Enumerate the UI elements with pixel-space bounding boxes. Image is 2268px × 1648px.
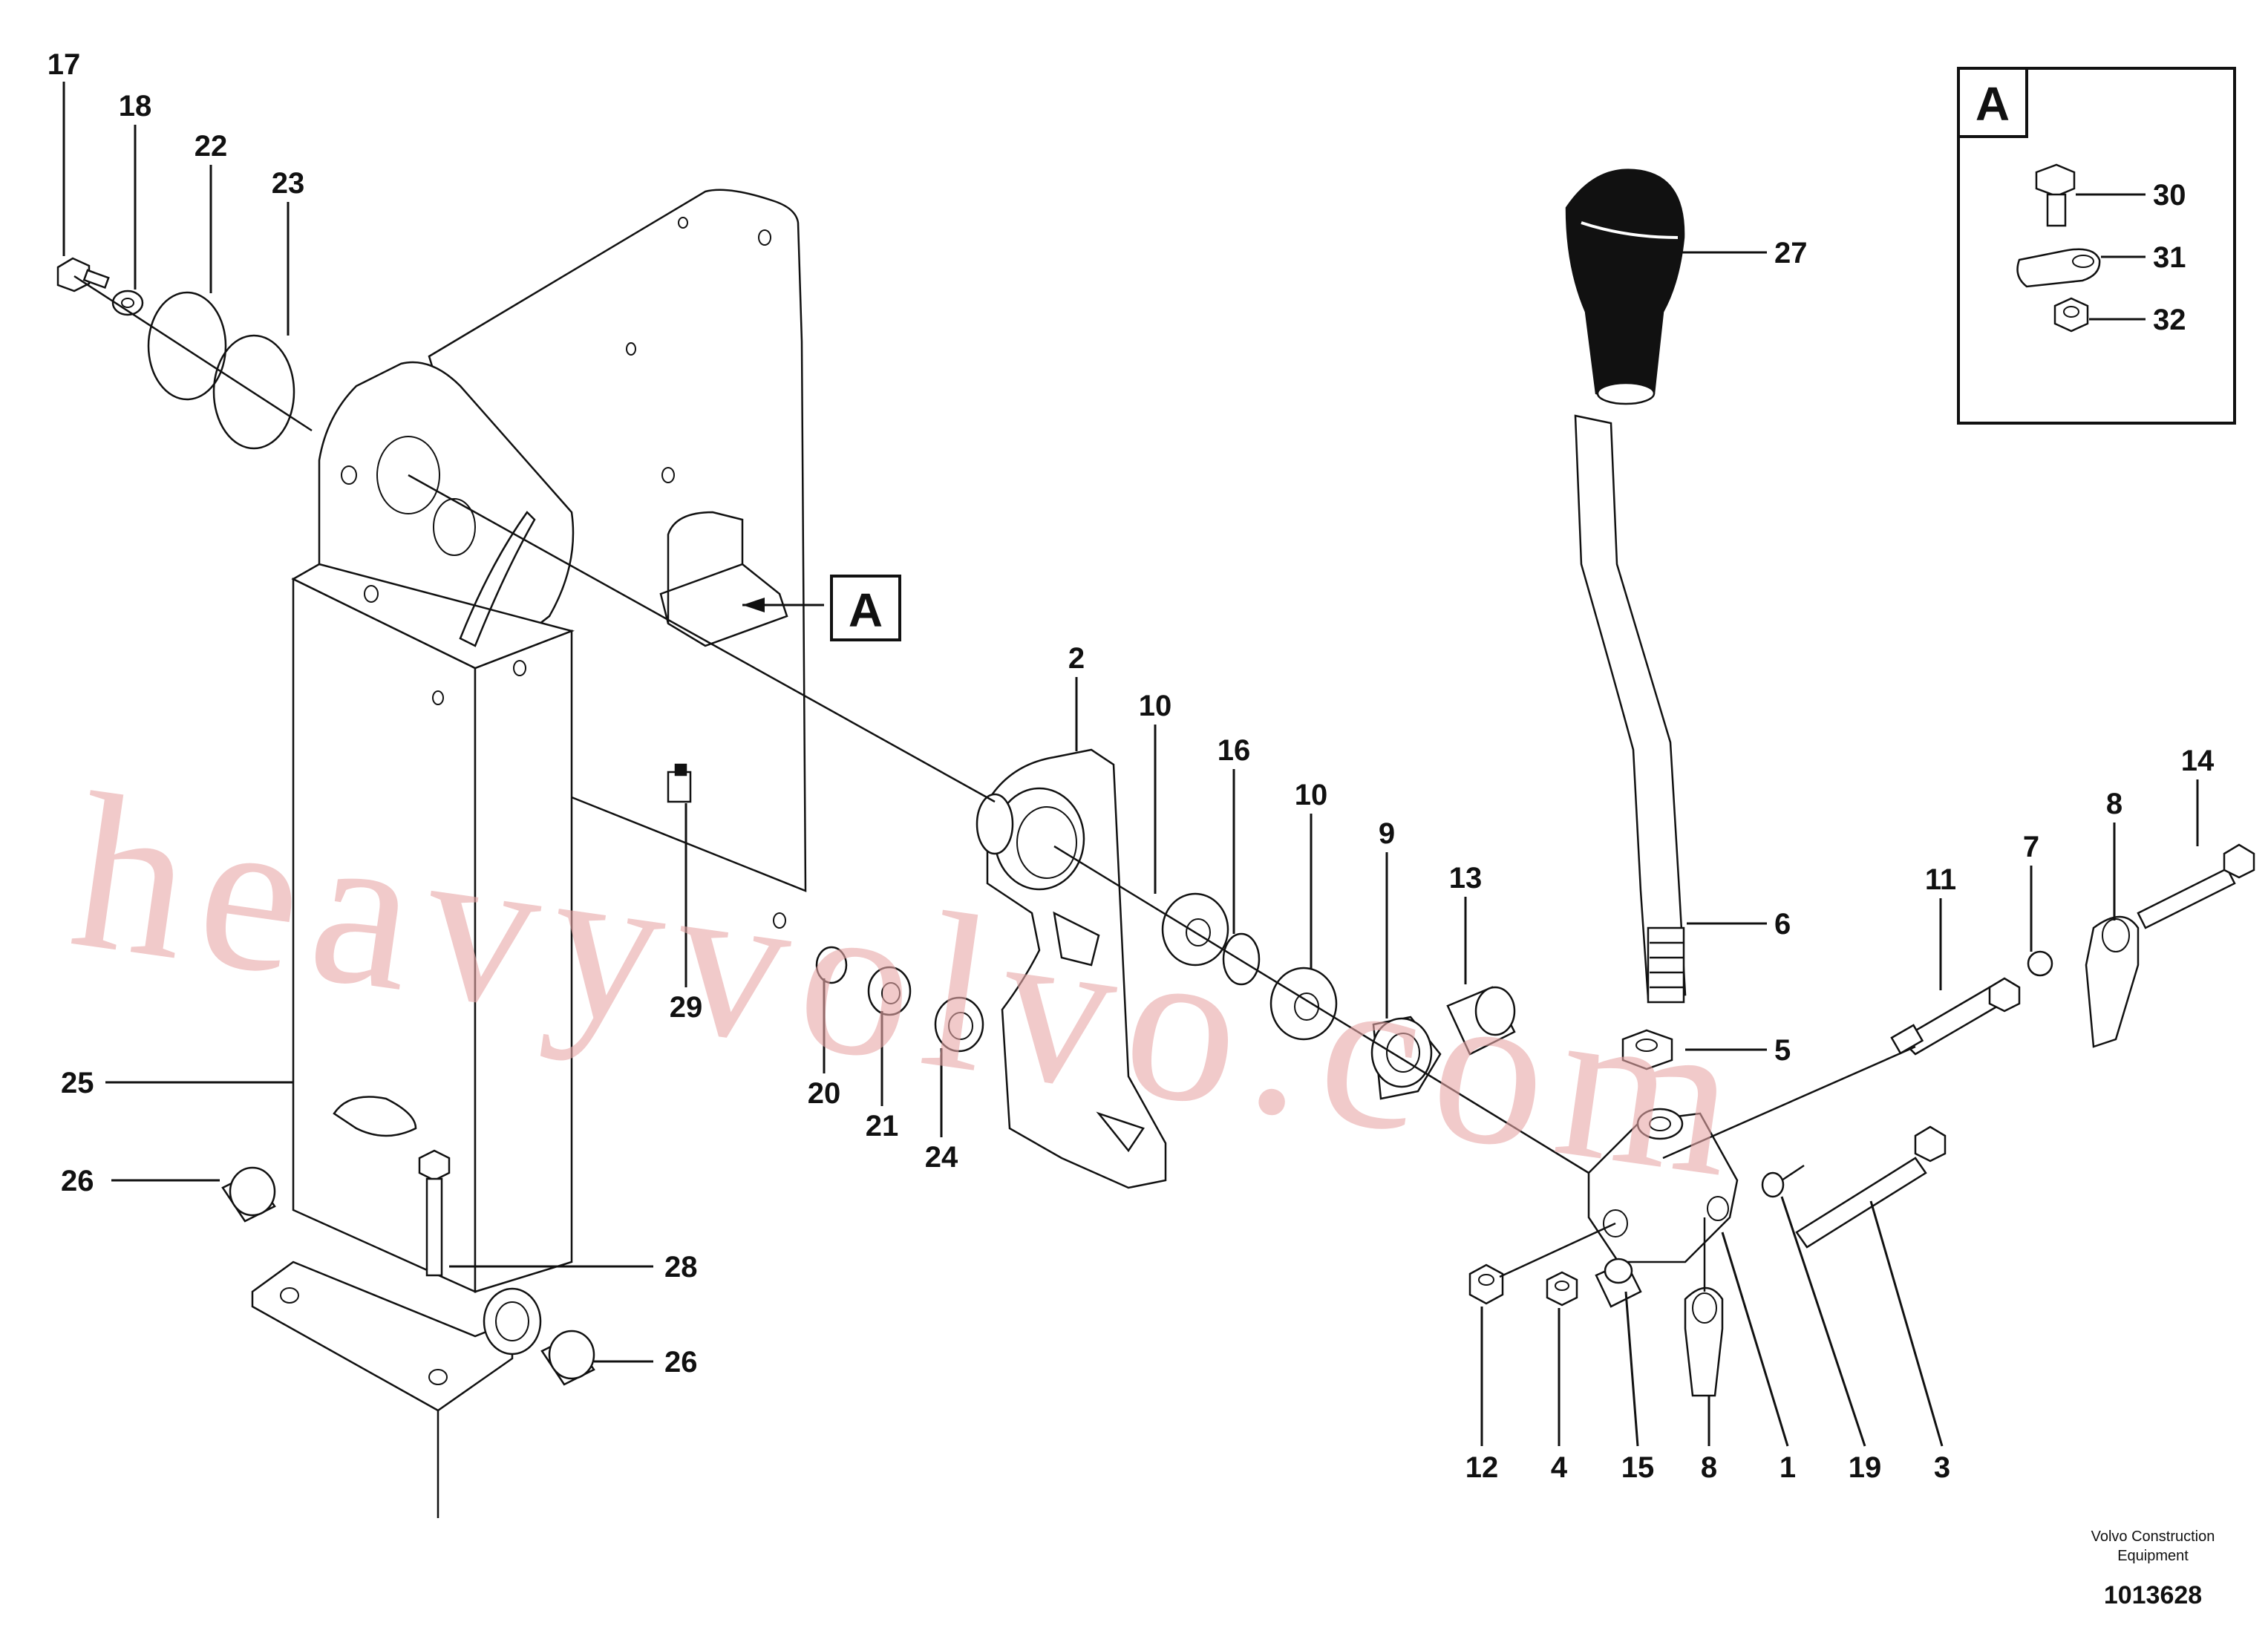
callout-2: 2 (1068, 642, 1085, 675)
bushing-26b-shape (540, 1330, 595, 1386)
callout-32: 32 (2153, 304, 2186, 336)
rod-end-8a-shape (2085, 915, 2140, 1048)
callout-16: 16 (1218, 734, 1251, 767)
spacer-15-shape (1595, 1258, 1642, 1308)
bolt-28-shape (418, 1149, 451, 1277)
callout-7: 7 (2023, 831, 2039, 863)
washer-10a-shape (1161, 892, 1229, 967)
detail-marker-label: A (849, 583, 883, 637)
callout-19: 19 (1849, 1451, 1882, 1484)
frame-25-shape (251, 189, 807, 1412)
washer-19-shape (1761, 1171, 1785, 1198)
callout-labels: 17 18 22 23 2 10 16 10 9 13 11 7 8 14 6 … (48, 48, 2215, 1484)
assembly-axis-lines (73, 275, 1916, 1518)
callout-20: 20 (808, 1077, 841, 1110)
callout-11: 11 (1925, 863, 1956, 896)
nut-32-shape (2053, 297, 2089, 333)
callout-26b: 26 (664, 1346, 698, 1379)
washer-18-shape (111, 290, 144, 316)
brand-line-1: Volvo Construction (2091, 1528, 2215, 1545)
washer-10b-shape (1269, 967, 1338, 1041)
callout-9: 9 (1379, 817, 1395, 850)
knob-27-shape (1565, 169, 1685, 405)
callout-22: 22 (195, 130, 228, 163)
lever-block-1-shape (1587, 1108, 1739, 1263)
bushing-24-shape (934, 996, 984, 1053)
snap-ring-22-shape (147, 291, 227, 401)
callout-28: 28 (664, 1251, 698, 1284)
nut-12-shape (1468, 1263, 1504, 1305)
rod-end-8b-shape (1684, 1286, 1724, 1397)
detail-box-label: A (1975, 77, 2010, 131)
callout-10a: 10 (1139, 690, 1172, 722)
callout-18: 18 (119, 90, 152, 122)
bushing-13-shape (1446, 986, 1516, 1056)
callout-31: 31 (2153, 241, 2186, 274)
brand-line-2: Equipment (2117, 1548, 2189, 1564)
callout-24: 24 (925, 1141, 958, 1174)
bushing-26a-shape (221, 1166, 276, 1223)
bolt-30-shape (2035, 163, 2076, 227)
callout-8a: 8 (2106, 788, 2122, 820)
nut-7-shape (2027, 950, 2053, 977)
callout-21: 21 (866, 1110, 899, 1142)
nut-5-shape (1621, 1029, 1673, 1070)
figure-number: 1013628 (2104, 1581, 2202, 1609)
lever-6-shape (1574, 414, 1687, 1004)
bolt-14-shape (2137, 843, 2255, 929)
lever-bracket-2-shape (975, 748, 1167, 1189)
detail-box-a: A (1957, 67, 2236, 425)
detail-marker-a: A (742, 575, 901, 641)
nut-4-shape (1546, 1271, 1578, 1307)
callout-1: 1 (1780, 1451, 1796, 1484)
bolt-3-shape (1795, 1125, 1947, 1249)
callout-3: 3 (1934, 1451, 1950, 1484)
clip-31-shape (2016, 248, 2101, 288)
callout-25: 25 (61, 1067, 94, 1099)
callout-10b: 10 (1295, 779, 1328, 811)
callout-4: 4 (1551, 1451, 1568, 1484)
ring-16-shape (1222, 932, 1261, 986)
callout-8b: 8 (1701, 1451, 1717, 1484)
leader-lines (62, 82, 2199, 1447)
callout-30: 30 (2153, 179, 2186, 212)
callout-23: 23 (272, 167, 305, 200)
callout-5: 5 (1774, 1034, 1791, 1067)
callout-14: 14 (2181, 745, 2215, 777)
callout-27: 27 (1774, 237, 1808, 269)
footer: Volvo Construction Equipment 1013628 (2091, 1528, 2215, 1609)
callout-12: 12 (1465, 1451, 1499, 1484)
callout-15: 15 (1621, 1451, 1655, 1484)
ring-23-shape (212, 334, 295, 450)
snap-ring-20-shape (815, 946, 848, 984)
callout-6: 6 (1774, 908, 1791, 941)
callout-17: 17 (48, 48, 81, 81)
washer-21-shape (867, 966, 912, 1016)
bolt-17-shape (56, 257, 110, 292)
bearing-9-shape (1370, 1016, 1442, 1100)
pin-11-shape (1890, 977, 2021, 1056)
callout-26a: 26 (61, 1165, 94, 1197)
callout-13: 13 (1449, 862, 1483, 895)
callout-29: 29 (670, 991, 703, 1024)
